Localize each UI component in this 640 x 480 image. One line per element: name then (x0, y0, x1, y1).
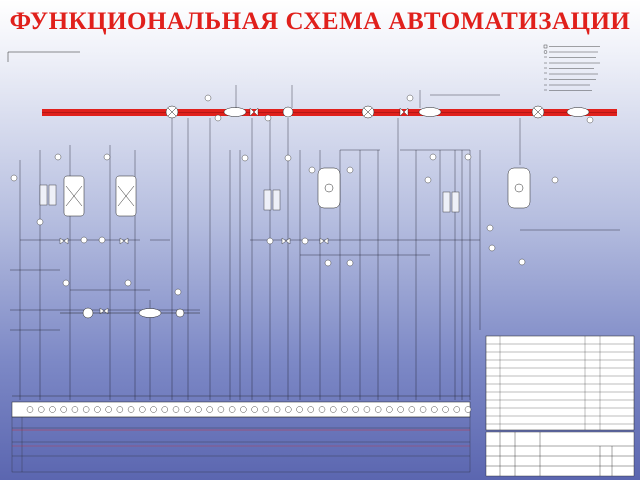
strip-instrument-bubble (71, 406, 79, 413)
strip-instrument-bubble (307, 406, 314, 413)
strip-instrument-bubble (161, 406, 168, 413)
drawing-stamp (485, 431, 635, 477)
symbol-legend (543, 44, 600, 91)
strip-instrument-bubble (184, 406, 191, 413)
strip-instrument-bubble (49, 406, 56, 413)
top-left-caption (7, 51, 80, 62)
strip-instrument-bubble (60, 406, 67, 413)
strip-instrument-bubble (386, 406, 393, 413)
strip-instrument-bubble (341, 406, 348, 413)
strip-instrument-bubble (442, 406, 449, 413)
strip-instrument-bubble (352, 406, 359, 413)
strip-instrument-bubble (296, 406, 303, 413)
strip-instrument-bubble (431, 406, 438, 413)
slide-title: ФУНКЦИОНАЛЬНАЯ СХЕМА АВТОМАТИЗАЦИИ (9, 8, 631, 35)
strip-instrument-bubble (228, 406, 236, 413)
strip-instrument-bubble (38, 406, 45, 413)
strip-instrument-bubble (127, 406, 135, 413)
strip-instrument-bubble (195, 406, 202, 413)
small-tanks (39, 184, 460, 213)
strip-instrument-bubble (363, 406, 371, 413)
aux-lines (10, 94, 620, 331)
specification-table (485, 335, 635, 431)
strip-instrument-bubble (26, 406, 34, 413)
valves (59, 107, 409, 315)
strip-instrument-bubble (217, 406, 225, 413)
strip-instrument-bubble (318, 406, 326, 413)
strip-instrument-bubble (262, 406, 270, 413)
strip-instrument-bubble (453, 406, 460, 413)
strip-instrument-bubble (116, 406, 124, 413)
field-grid (11, 416, 471, 473)
strip-bubbles (26, 406, 472, 413)
lower-process-line (60, 307, 200, 319)
strip-instrument-bubble (94, 406, 101, 413)
process-vessels (63, 167, 531, 217)
strip-instrument-bubble (206, 406, 213, 413)
strip-instrument-bubble (408, 406, 416, 413)
strip-instrument-bubble (374, 406, 382, 413)
strip-instrument-bubble (251, 406, 258, 413)
strip-instrument-bubble (139, 406, 146, 413)
strip-instrument-bubble (285, 406, 292, 413)
strip-instrument-bubble (397, 406, 404, 413)
strip-instrument-bubble (464, 406, 472, 413)
strip-instrument-bubble (330, 406, 337, 413)
main-line-equipment (165, 105, 590, 119)
spec-rows (486, 343, 634, 425)
instrument-bubbles (10, 94, 594, 296)
strip-instrument-bubble (172, 406, 180, 413)
instrument-strip (11, 395, 472, 418)
strip-instrument-bubble (150, 406, 157, 413)
strip-instrument-bubble (240, 406, 247, 413)
strip-instrument-bubble (82, 406, 90, 413)
strip-instrument-bubble (419, 406, 427, 413)
strip-instrument-bubble (105, 406, 112, 413)
strip-instrument-bubble (273, 406, 281, 413)
